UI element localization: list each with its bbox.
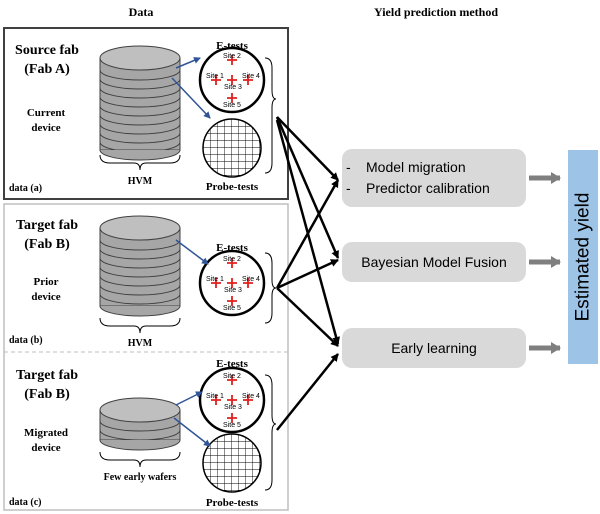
panel-c-etest-wafer: Site 2 Site 1 Site 4 Site 3 Site 5: [198, 366, 266, 434]
arrow-c-etest: [175, 391, 203, 406]
brace-b-tests: [264, 252, 277, 324]
panel-a-etest-wafer: Site 2 Site 1 Site 4 Site 3 Site 5: [198, 46, 266, 114]
method-1-line1: Model migration: [366, 159, 466, 175]
panel-a-probe-wafer: [202, 118, 262, 178]
arrow-c-probe: [173, 417, 211, 447]
site-3-label: Site 3: [224, 404, 242, 411]
panel-b-label: data (b): [9, 335, 43, 346]
panel-b-volume: HVM: [128, 338, 153, 349]
wafer-stack-a: [99, 45, 181, 161]
brace-c: [99, 451, 181, 468]
method-1-dash-1: -: [346, 159, 351, 175]
wafer-stack-c: [99, 397, 181, 451]
site-5-label: Site 5: [223, 422, 241, 429]
method-box-2: [342, 242, 526, 282]
connection-arrows: [275, 116, 341, 431]
panel-c-device-line2: device: [31, 442, 60, 454]
panel-c-probe-wafer: [202, 433, 262, 493]
panel-c-fab-line1: Target fab: [16, 368, 78, 383]
brace-c-tests: [264, 374, 277, 491]
site-3-label: Site 3: [224, 84, 242, 91]
site-3-label: Site 3: [224, 287, 242, 294]
panel-b-device-line2: device: [31, 291, 60, 303]
site-1-label: Site 1: [206, 73, 224, 80]
panel-c-etests-label: E-tests: [216, 358, 248, 370]
site-4-label: Site 4: [242, 73, 260, 80]
method-3-label: Early learning: [391, 340, 477, 356]
panel-b-device-line1: Prior: [33, 276, 58, 288]
site-5-label: Site 5: [223, 102, 241, 109]
site-1-label: Site 1: [206, 276, 224, 283]
brace-a: [99, 154, 181, 171]
method-1-dash-2: -: [346, 180, 351, 196]
data-header: Data: [129, 5, 154, 19]
site-4-label: Site 4: [242, 276, 260, 283]
site-2-label: Site 2: [223, 53, 241, 60]
method-1-line2: Predictor calibration: [366, 180, 490, 196]
arrow-a-probe: [171, 77, 211, 119]
panel-a-probetests-label: Probe-tests: [206, 181, 259, 193]
arrow-b-etest: [175, 239, 209, 265]
panel-c-volume: Few early wafers: [104, 472, 177, 483]
arrow-a-etest: [175, 57, 201, 69]
panel-b-fab-line1: Target fab: [16, 218, 78, 233]
site-5-label: Site 5: [223, 305, 241, 312]
estimated-yield-box: [568, 150, 598, 364]
method-box-1: [342, 149, 526, 207]
brace-a-tests: [264, 57, 277, 174]
panel-a-frame: [3, 27, 289, 200]
site-2-label: Site 2: [223, 256, 241, 263]
panel-a-label: data (a): [9, 183, 42, 194]
method-box-3: [342, 328, 526, 368]
estimated-yield-label: Estimated yield: [573, 193, 594, 322]
site-2-label: Site 2: [223, 373, 241, 380]
site-1-label: Site 1: [206, 393, 224, 400]
method-header: Yield prediction method: [374, 5, 498, 19]
panel-bc-frame: [3, 203, 289, 511]
panel-c-fab-line2: (Fab B): [24, 387, 70, 402]
panel-a-volume: HVM: [128, 176, 153, 187]
brace-b: [99, 317, 181, 334]
method-2-label: Bayesian Model Fusion: [361, 254, 507, 270]
panel-a-fab-line2: (Fab A): [24, 62, 70, 77]
panel-b-etest-wafer: Site 2 Site 1 Site 4 Site 3 Site 5: [198, 249, 266, 317]
panel-c-device-line1: Migrated: [24, 427, 68, 439]
panel-b-fab-line2: (Fab B): [24, 237, 70, 252]
panel-a-fab-line1: Source fab: [15, 43, 79, 58]
panel-a-device-line1: Current: [27, 107, 66, 119]
panel-a-device-line2: device: [31, 122, 60, 134]
wafer-stack-b: [99, 215, 181, 317]
panel-c-probetests-label: Probe-tests: [206, 497, 259, 509]
site-4-label: Site 4: [242, 393, 260, 400]
panel-c-label: data (c): [9, 497, 42, 508]
